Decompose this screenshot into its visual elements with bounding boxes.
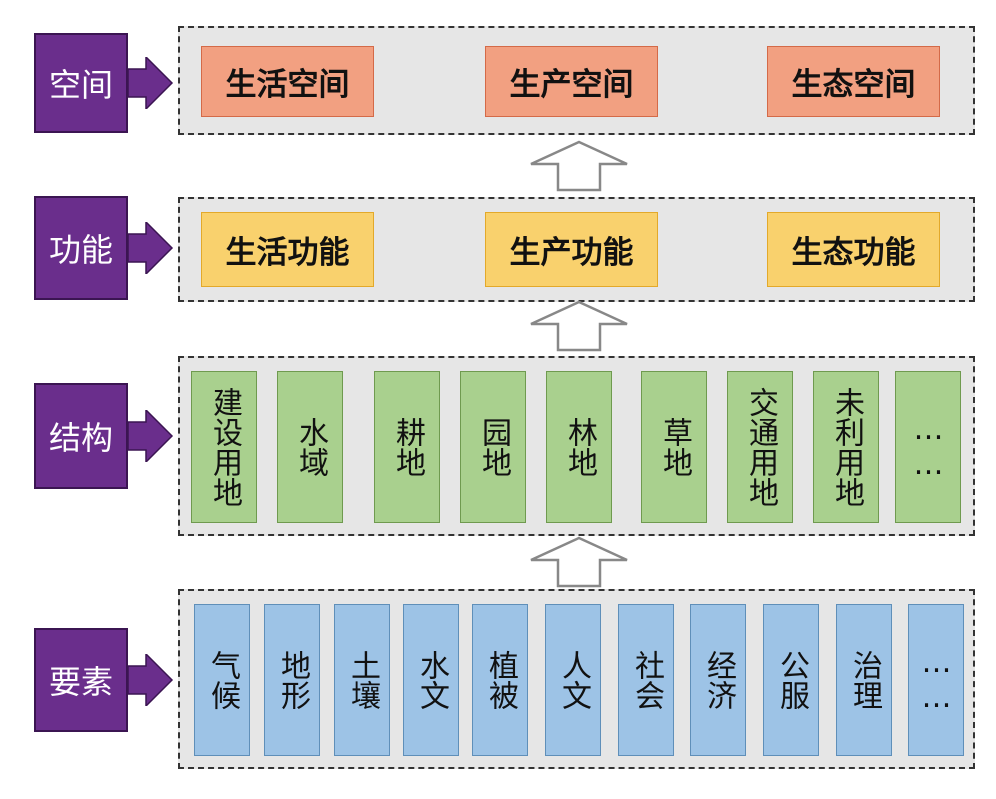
label-function-text: 功能 [48, 231, 113, 269]
function-box-ecological: 生态功能 [767, 212, 940, 287]
element-box: 公服 [763, 604, 819, 756]
element-box: 经济 [690, 604, 746, 756]
structure-box: 建设用地 [191, 371, 257, 523]
element-box-text: 社会 [629, 650, 664, 710]
right-arrow-icon [128, 57, 174, 109]
right-arrow-icon [128, 410, 174, 462]
label-elements-text: 要素 [48, 663, 113, 701]
right-arrow-icon [128, 654, 174, 706]
structure-box-text: …… [911, 412, 946, 482]
element-box: 人文 [545, 604, 601, 756]
space-box-living-text: 生活空间 [225, 67, 350, 103]
structure-box: 交通用地 [727, 371, 793, 523]
structure-box-text: 交通用地 [743, 387, 778, 507]
structure-box-text: 水域 [293, 417, 328, 477]
label-space-text: 空间 [48, 66, 113, 104]
function-box-production: 生产功能 [485, 212, 658, 287]
structure-box: 园地 [460, 371, 526, 523]
element-box: 气候 [194, 604, 250, 756]
label-structure: 结构 [34, 383, 128, 489]
element-box-text: 水文 [414, 650, 449, 710]
element-box: 社会 [618, 604, 674, 756]
space-box-production-text: 生产空间 [509, 67, 634, 103]
structure-box-text: 建设用地 [207, 387, 242, 507]
function-box-production-text: 生产功能 [509, 235, 634, 271]
up-arrow-icon [530, 300, 628, 352]
label-space: 空间 [34, 33, 128, 133]
element-box-text: 地形 [275, 650, 310, 710]
element-box-text: 气候 [205, 650, 240, 710]
structure-box: 水域 [277, 371, 343, 523]
function-box-ecological-text: 生态功能 [791, 235, 916, 271]
element-box: 植被 [472, 604, 528, 756]
element-box: 地形 [264, 604, 320, 756]
structure-box-text: 未利用地 [829, 387, 864, 507]
element-box: 土壤 [334, 604, 390, 756]
element-box-text: 治理 [847, 650, 882, 710]
space-box-ecological: 生态空间 [767, 46, 940, 117]
element-box-text: …… [919, 645, 954, 715]
structure-box: 未利用地 [813, 371, 879, 523]
structure-box: …… [895, 371, 961, 523]
structure-box: 草地 [641, 371, 707, 523]
function-box-living-text: 生活功能 [225, 235, 350, 271]
function-box-living: 生活功能 [201, 212, 374, 287]
element-box: …… [908, 604, 964, 756]
element-box: 治理 [836, 604, 892, 756]
label-elements: 要素 [34, 628, 128, 732]
element-box-text: 经济 [701, 650, 736, 710]
label-structure-text: 结构 [48, 419, 113, 457]
space-box-ecological-text: 生态空间 [791, 67, 916, 103]
right-arrow-icon [128, 222, 174, 274]
element-box: 水文 [403, 604, 459, 756]
structure-box: 耕地 [374, 371, 440, 523]
space-box-living: 生活空间 [201, 46, 374, 117]
element-box-text: 植被 [483, 650, 518, 710]
element-box-text: 人文 [556, 650, 591, 710]
structure-box-text: 园地 [476, 417, 511, 477]
structure-box-text: 林地 [562, 417, 597, 477]
structure-box: 林地 [546, 371, 612, 523]
element-box-text: 公服 [774, 650, 809, 710]
up-arrow-icon [530, 536, 628, 588]
up-arrow-icon [530, 140, 628, 192]
space-box-production: 生产空间 [485, 46, 658, 117]
label-function: 功能 [34, 196, 128, 300]
structure-box-text: 草地 [657, 417, 692, 477]
element-box-text: 土壤 [345, 650, 380, 710]
structure-box-text: 耕地 [390, 417, 425, 477]
